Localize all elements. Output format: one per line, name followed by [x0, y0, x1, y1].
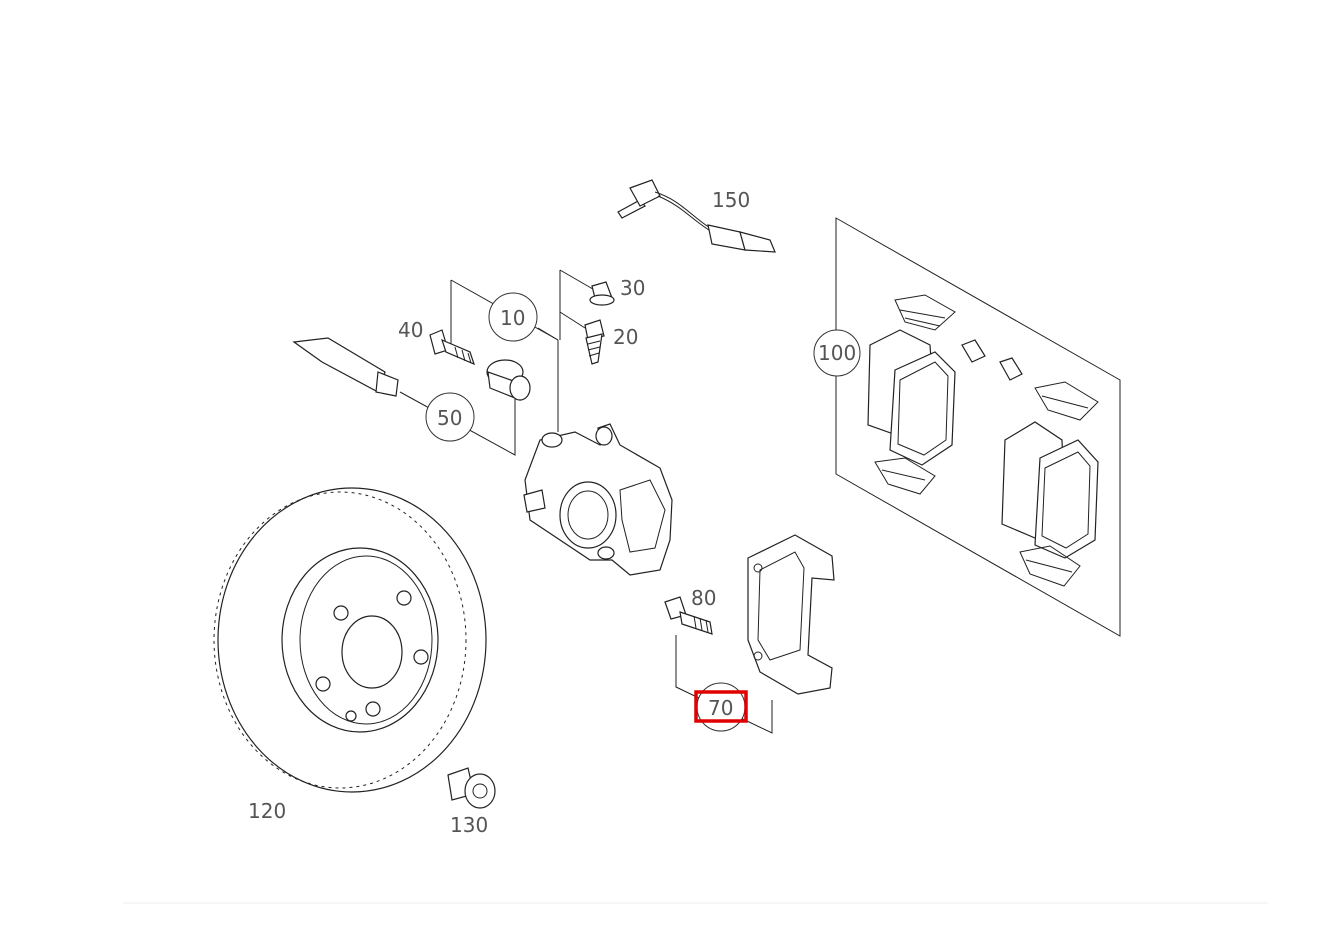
brake-disc-drawing: [213, 487, 487, 793]
callout-ring-100: [813, 329, 861, 377]
callout-150[interactable]: 150: [712, 188, 750, 212]
callout-50[interactable]: 50: [437, 406, 462, 430]
callout-130[interactable]: 130: [450, 813, 488, 837]
disc-screw-130-drawing: [447, 767, 496, 809]
callout-40[interactable]: 40: [398, 318, 423, 342]
callout-80[interactable]: 80: [691, 586, 716, 610]
guide-sleeve-drawing: [486, 359, 531, 401]
callout-120[interactable]: 120: [248, 799, 286, 823]
caliper-carrier-drawing: [747, 534, 835, 695]
callout-ring-50: [425, 392, 475, 442]
selected-part-highlight: [694, 690, 748, 723]
callout-10[interactable]: 10: [500, 306, 525, 330]
bolt-40-drawing: [429, 329, 475, 366]
wear-sensor-drawing: [617, 179, 776, 253]
bleed-screw-20-drawing: [584, 319, 605, 365]
callout-20[interactable]: 20: [613, 325, 638, 349]
cap-30-drawing: [589, 281, 615, 306]
callout-ring-10: [488, 292, 538, 342]
brake-pad-kit-drawing: [835, 217, 1121, 637]
callout-70[interactable]: 70: [708, 696, 733, 720]
callout-30[interactable]: 30: [620, 276, 645, 300]
grease-tube-50-drawing: [292, 337, 399, 397]
bolt-80-drawing: [664, 596, 713, 635]
brake-caliper-drawing: [523, 423, 673, 576]
callout-100[interactable]: 100: [818, 341, 856, 365]
